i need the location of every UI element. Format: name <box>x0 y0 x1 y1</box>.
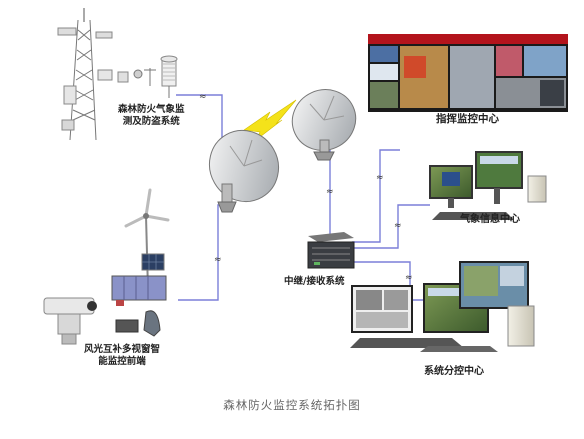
wind-turbine-icon <box>124 188 170 291</box>
link-mark: ≈ <box>376 173 384 183</box>
label-line: 测及防盗系统 <box>122 116 180 127</box>
control-box-icon <box>115 310 161 337</box>
relay-server-rack-icon <box>307 232 355 269</box>
label-line: 森林防火气象监 <box>118 104 185 115</box>
video-wall-icon <box>368 34 568 112</box>
branch-workstation-icon <box>350 261 535 352</box>
link-mark: ≈ <box>326 187 334 197</box>
label-line: 能监控前端 <box>98 356 146 367</box>
link-mark: ≈ <box>214 255 222 265</box>
figure-caption: 森林防火监控系统拓扑图 <box>223 398 361 412</box>
link-break-marks: ≈ ≈ ≈ ≈ ≈ ≈ <box>199 92 413 283</box>
label-front-end: 风光互补多视窗智 能监控前端 <box>84 344 160 368</box>
label-branch-center: 系统分控中心 <box>424 366 484 377</box>
satellite-dish-right-icon <box>291 89 357 161</box>
label-weather-station: 森林防火气象监 测及防盗系统 <box>118 104 185 128</box>
battery-bank-icon <box>111 275 167 306</box>
satellite-dish-left-icon <box>208 129 280 213</box>
link-mark: ≈ <box>199 92 207 102</box>
ptz-camera-icon <box>43 297 97 345</box>
link-mark: ≈ <box>394 221 402 231</box>
label-command-center: 指挥监控中心 <box>436 113 499 125</box>
label-relay-system: 中继/接收系统 <box>284 276 345 287</box>
weather-station-tower-icon <box>57 8 113 141</box>
label-line: 风光互补多视窗智 <box>84 344 161 355</box>
label-weather-info-center: 气象信息中心 <box>460 214 520 225</box>
link-mark: ≈ <box>405 273 413 283</box>
weather-info-workstation-icon <box>429 151 547 220</box>
solar-panel-icon <box>141 253 165 271</box>
shelter-icon <box>160 55 178 98</box>
weather-sensors-icon <box>117 55 178 98</box>
